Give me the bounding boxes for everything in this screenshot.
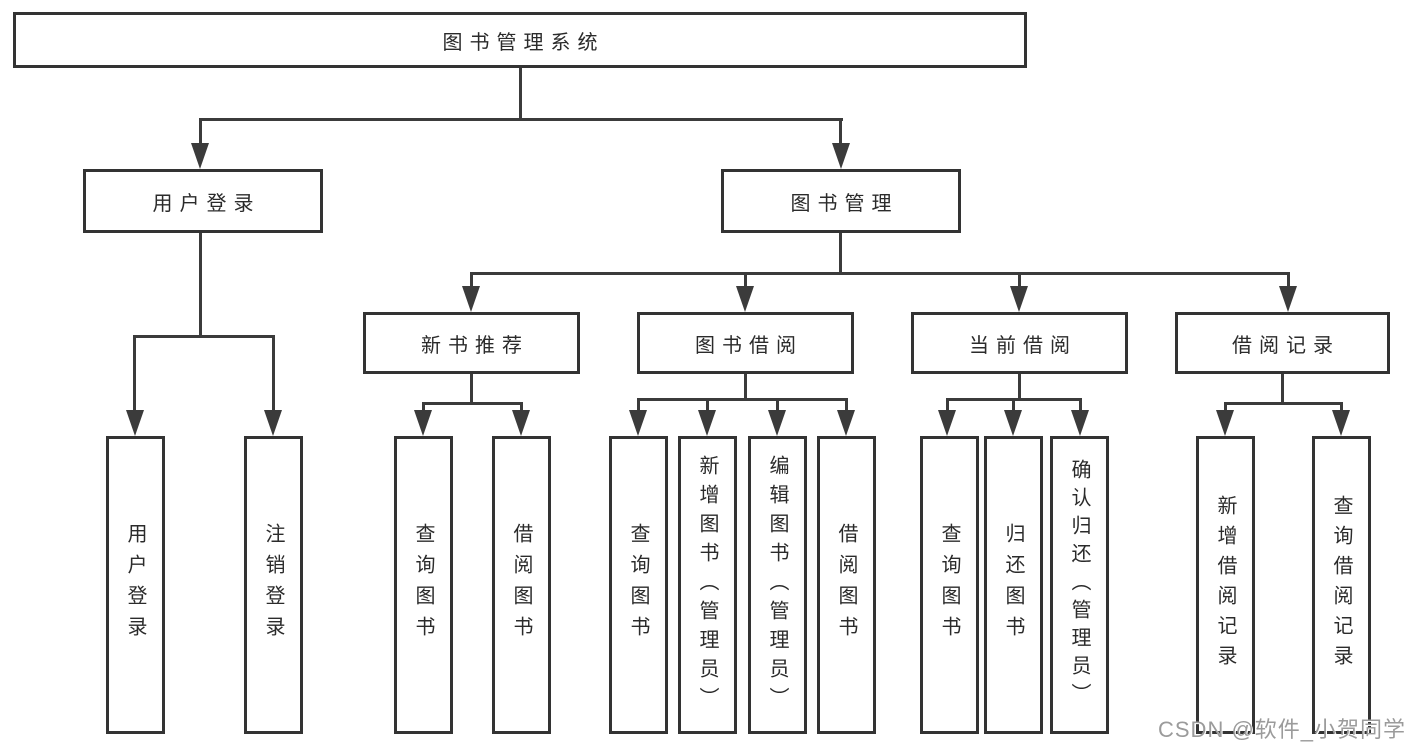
connector-line <box>519 68 522 118</box>
connector-line <box>133 335 136 413</box>
arrow-down-icon <box>1279 286 1297 312</box>
arrow-down-icon <box>837 410 855 436</box>
arrow-down-icon <box>698 410 716 436</box>
connector-line <box>470 374 473 404</box>
connector-line <box>1340 402 1343 414</box>
connector-line <box>1281 374 1284 404</box>
arrow-down-icon <box>264 410 282 436</box>
arrow-down-icon <box>736 286 754 312</box>
connector-line <box>946 398 949 412</box>
node-book-management: 图书管理 <box>721 169 961 233</box>
leaf-borrow-books-borrowing: 借阅图书 <box>817 436 876 734</box>
node-book-borrowing: 图书借阅 <box>637 312 854 374</box>
arrow-down-icon <box>1332 410 1350 436</box>
arrow-down-icon <box>462 286 480 312</box>
connector-line <box>1018 374 1021 400</box>
connector-line <box>470 272 1290 275</box>
connector-line <box>520 402 523 414</box>
connector-line <box>706 398 709 412</box>
connector-line <box>845 398 848 412</box>
connector-line <box>1287 272 1290 290</box>
connector-line <box>470 272 473 290</box>
leaf-logout: 注销登录 <box>244 436 303 734</box>
leaf-query-books-borrowing: 查询图书 <box>609 436 668 734</box>
connector-line <box>199 118 202 146</box>
leaf-confirm-return-admin: 确认归还（管理员） <box>1050 436 1109 734</box>
leaf-borrow-books-recommend: 借阅图书 <box>492 436 551 734</box>
connector-line <box>1224 402 1227 414</box>
leaf-return-book: 归还图书 <box>984 436 1043 734</box>
arrow-down-icon <box>126 410 144 436</box>
connector-line <box>839 233 842 272</box>
leaf-query-borrow-record: 查询借阅记录 <box>1312 436 1371 734</box>
arrow-down-icon <box>191 143 209 169</box>
node-new-book-recommend: 新书推荐 <box>363 312 580 374</box>
connector-line <box>1224 402 1342 405</box>
connector-line <box>422 402 523 405</box>
arrow-down-icon <box>832 143 850 169</box>
arrow-down-icon <box>1010 286 1028 312</box>
connector-line <box>199 118 843 121</box>
arrow-down-icon <box>629 410 647 436</box>
leaf-query-books-recommend: 查询图书 <box>394 436 453 734</box>
node-current-borrowing: 当前借阅 <box>911 312 1128 374</box>
node-user-login: 用户登录 <box>83 169 323 233</box>
node-borrowing-records: 借阅记录 <box>1175 312 1390 374</box>
leaf-edit-book-admin: 编辑图书（管理员） <box>748 436 807 734</box>
leaf-add-book-admin: 新增图书（管理员） <box>678 436 737 734</box>
connector-line <box>637 398 847 401</box>
csdn-watermark: CSDN @软件_小贺同学 <box>1158 717 1405 742</box>
node-library-management-system: 图书管理系统 <box>13 12 1027 68</box>
connector-line <box>839 118 842 146</box>
connector-line <box>422 402 425 414</box>
connector-line <box>272 335 275 413</box>
connector-line <box>744 374 747 400</box>
arrow-down-icon <box>1216 410 1234 436</box>
connector-line <box>637 398 640 412</box>
arrow-down-icon <box>512 410 530 436</box>
arrow-down-icon <box>938 410 956 436</box>
connector-line <box>776 398 779 412</box>
connector-line <box>1079 398 1082 412</box>
leaf-query-books-current: 查询图书 <box>920 436 979 734</box>
connector-line <box>199 233 202 335</box>
arrow-down-icon <box>1071 410 1089 436</box>
connector-line <box>744 272 747 290</box>
arrow-down-icon <box>414 410 432 436</box>
leaf-user-login: 用户登录 <box>106 436 165 734</box>
arrow-down-icon <box>1004 410 1022 436</box>
arrow-down-icon <box>768 410 786 436</box>
leaf-add-borrow-record: 新增借阅记录 <box>1196 436 1255 734</box>
connector-line <box>133 335 275 338</box>
connector-line <box>1018 272 1021 290</box>
connector-line <box>1012 398 1015 412</box>
